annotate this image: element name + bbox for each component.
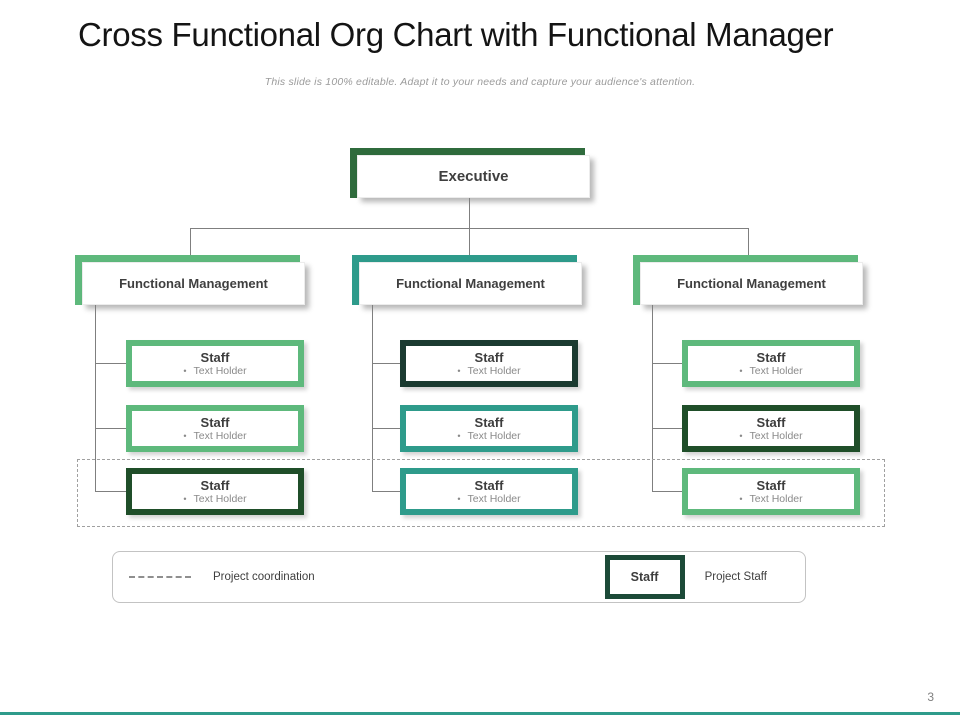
fm3-accent [633, 255, 858, 305]
staff-item-text: Text Holder [193, 429, 247, 442]
spine-col2 [372, 305, 373, 492]
staff-box-3-2: Staff • Text Holder [682, 405, 860, 452]
stub-col1-row1 [95, 363, 126, 364]
bullet-icon: • [739, 493, 743, 504]
executive-accent [350, 148, 585, 198]
staff-item-text: Text Holder [749, 364, 803, 377]
bullet-icon: • [457, 430, 461, 441]
staff-box-2-3: Staff • Text Holder [400, 468, 578, 515]
bullet-icon: • [457, 365, 461, 376]
executive-label: Executive [438, 168, 509, 185]
bullet-icon: • [183, 493, 187, 504]
staff-box-3-1: Staff • Text Holder [682, 340, 860, 387]
staff-title: Staff [200, 349, 230, 365]
fm1-label: Functional Management [119, 276, 268, 291]
staff-box-1-3: Staff • Text Holder [126, 468, 304, 515]
footer-accent-bar [0, 712, 960, 715]
fm3-label: Functional Management [677, 276, 826, 291]
staff-item-text: Text Holder [749, 492, 803, 505]
spine-col3 [652, 305, 653, 492]
staff-item-text: Text Holder [467, 429, 521, 442]
legend-project-staff-label: Project Staff [704, 571, 767, 583]
functional-management-box-2: Functional Management [352, 255, 582, 305]
staff-item-text: Text Holder [193, 492, 247, 505]
staff-title: Staff [474, 414, 504, 430]
staff-box-2-2: Staff • Text Holder [400, 405, 578, 452]
staff-title: Staff [200, 414, 230, 430]
stub-col2-row3 [372, 491, 400, 492]
staff-title: Staff [474, 349, 504, 365]
connector-exec-down [469, 198, 470, 228]
legend-staff-box: Staff [604, 555, 685, 599]
legend-coordination-label: Project coordination [213, 571, 315, 583]
staff-box-1-2: Staff • Text Holder [126, 405, 304, 452]
legend-staff-box-label: Staff [630, 570, 659, 584]
stub-col1-row2 [95, 428, 126, 429]
bullet-icon: • [183, 365, 187, 376]
staff-title: Staff [756, 349, 786, 365]
staff-title: Staff [756, 414, 786, 430]
stub-col1-row3 [95, 491, 126, 492]
staff-item-text: Text Holder [467, 492, 521, 505]
project-coordination-zone [77, 459, 885, 527]
staff-box-2-1: Staff • Text Holder [400, 340, 578, 387]
staff-item-text: Text Holder [749, 429, 803, 442]
page-title: Cross Functional Org Chart with Function… [78, 16, 834, 53]
slide-subtitle: This slide is 100% editable. Adapt it to… [264, 76, 696, 88]
staff-item-text: Text Holder [193, 364, 247, 377]
connector-drop-left [190, 228, 191, 255]
dashed-line-sample [129, 576, 191, 578]
staff-box-3-3: Staff • Text Holder [682, 468, 860, 515]
stub-col3-row1 [652, 363, 682, 364]
executive-box: Executive [350, 148, 590, 198]
stub-col3-row3 [652, 491, 682, 492]
bullet-icon: • [739, 365, 743, 376]
legend: Project coordination Staff Project Staff [112, 551, 806, 603]
fm2-accent [352, 255, 577, 305]
spine-col1 [95, 305, 96, 492]
functional-management-box-1: Functional Management [75, 255, 305, 305]
staff-title: Staff [200, 477, 230, 493]
fm1-accent [75, 255, 300, 305]
connector-drop-center [469, 228, 470, 255]
staff-item-text: Text Holder [467, 364, 521, 377]
stub-col3-row2 [652, 428, 682, 429]
bullet-icon: • [457, 493, 461, 504]
stub-col2-row1 [372, 363, 400, 364]
staff-title: Staff [474, 477, 504, 493]
fm2-label: Functional Management [396, 276, 545, 291]
bullet-icon: • [183, 430, 187, 441]
staff-box-1-1: Staff • Text Holder [126, 340, 304, 387]
staff-title: Staff [756, 477, 786, 493]
stub-col2-row2 [372, 428, 400, 429]
page-number: 3 [927, 690, 934, 704]
bullet-icon: • [739, 430, 743, 441]
functional-management-box-3: Functional Management [633, 255, 863, 305]
connector-drop-right [748, 228, 749, 255]
